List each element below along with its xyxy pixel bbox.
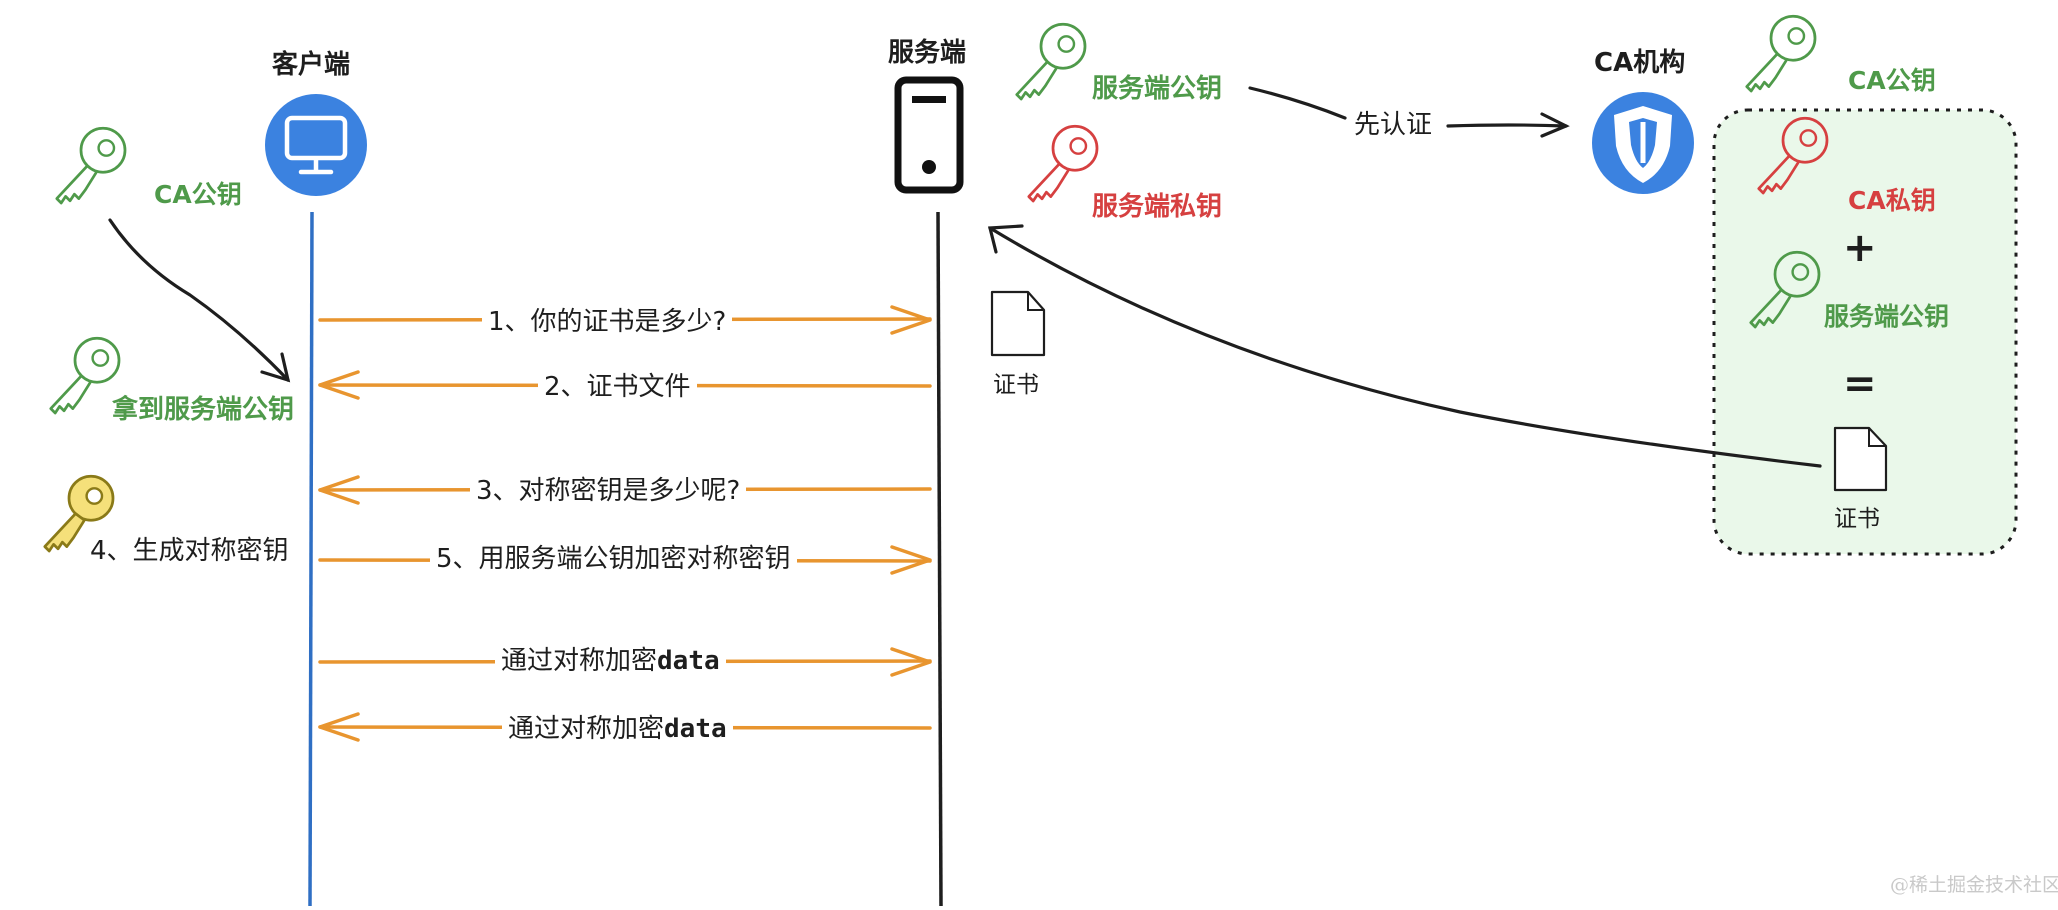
message-4-arrowhead (890, 545, 932, 575)
server-private-key-icon (1027, 124, 1099, 203)
message-2-arrowhead (318, 370, 360, 400)
server-label: 服务端 (888, 38, 967, 68)
equals-symbol: = (1843, 361, 1877, 407)
server-public-key-icon-left (49, 336, 121, 415)
watermark: @稀土掘金技术社区 (1890, 874, 2058, 896)
server-cert-doc-icon (990, 290, 1046, 357)
server-lifeline (936, 211, 943, 907)
message-2-label: 2、证书文件 (538, 374, 697, 400)
message-6-code: data (664, 714, 727, 744)
shield-icon (1592, 92, 1694, 194)
ca-panel-public-key-label: CA公钥 (1848, 66, 1936, 95)
plus-symbol: + (1843, 225, 1877, 271)
monitor-icon (265, 94, 367, 196)
server-cert-label: 证书 (993, 372, 1039, 398)
client-label: 客户端 (272, 50, 351, 80)
message-6-text: 通过对称加密 (508, 714, 665, 744)
got-server-public-key-label: 拿到服务端公钥 (112, 395, 295, 425)
message-1-arrowhead (890, 305, 932, 335)
ca-public-key-icon-left (55, 126, 127, 205)
server-public-key-icon (1015, 22, 1087, 101)
message-5-code: data (657, 646, 720, 676)
message-6-arrowhead (318, 712, 360, 742)
message-4-label: 5、用服务端公钥加密对称密钥 (430, 546, 797, 572)
cert-to-server-arrow (987, 224, 1822, 468)
symmetric-key-icon (43, 474, 115, 553)
server-public-key-label: 服务端公钥 (1092, 74, 1223, 104)
message-5-text: 通过对称加密 (501, 646, 658, 676)
ca-public-key-icon-right (1745, 14, 1817, 93)
ca-label: CA机构 (1594, 48, 1686, 78)
server-icon (894, 76, 964, 194)
ca-public-key-label: CA公钥 (154, 180, 242, 209)
client-lifeline (308, 211, 314, 907)
message-3-arrowhead (318, 475, 360, 505)
ca-panel-private-key-label: CA私钥 (1848, 186, 1936, 215)
certify-arrow (1248, 86, 1570, 138)
generate-symmetric-key-label: 4、生成对称密钥 (90, 536, 289, 566)
message-5-arrowhead (890, 647, 932, 677)
server-private-key-label: 服务端私钥 (1092, 192, 1223, 222)
ca-panel-cert-label: 证书 (1834, 506, 1880, 532)
message-3-label: 3、对称密钥是多少呢? (470, 478, 747, 504)
message-1-label: 1、你的证书是多少? (482, 309, 733, 335)
message-5-label: 通过对称加密data (495, 648, 726, 674)
message-6-label: 通过对称加密data (502, 716, 733, 742)
certify-label: 先认证 (1354, 110, 1433, 140)
ca-cert-doc-icon (1833, 426, 1888, 492)
ca-panel-box (1712, 108, 2018, 556)
ca-key-to-client-arrow (108, 218, 291, 383)
ca-panel-server-public-key-label: 服务端公钥 (1824, 302, 1950, 331)
